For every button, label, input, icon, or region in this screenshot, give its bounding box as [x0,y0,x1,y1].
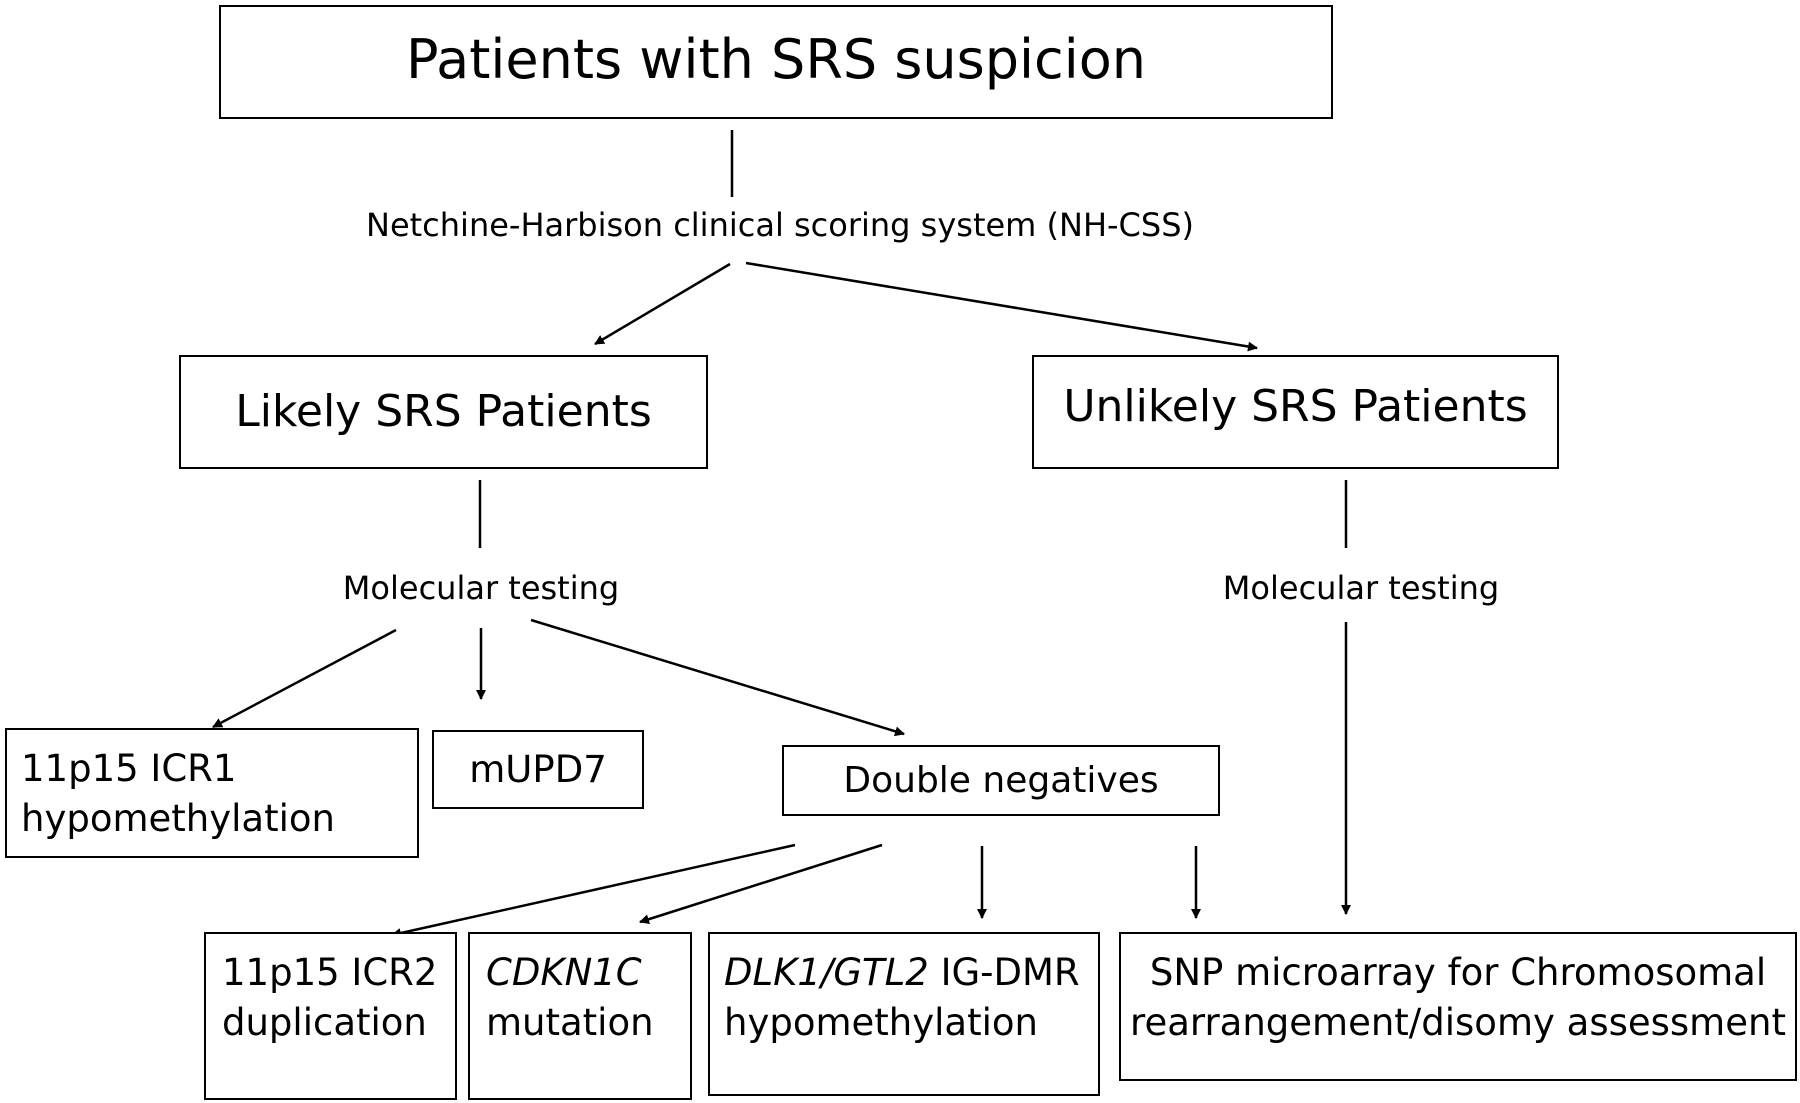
dlk1-gtl2-hypomethylation-box: DLK1/GTL2 IG-DMR hypomethylation [708,932,1100,1096]
cdkn1c-mutation-box: CDKN1C mutation [468,932,692,1100]
double-negatives-to-cdkn1c-arrow [639,843,883,925]
dlk1-gene-name: DLK1/GTL2 [724,951,929,994]
dlk1-box-line2: hypomethylation [724,1001,1038,1044]
molecular-to-icr1-arrow [212,628,397,729]
icr1-hypomethylation-box: 11p15 ICR1 hypomethylation [5,728,419,858]
molecular-testing-right-label: Molecular testing [1222,569,1500,607]
icr2-box-line1: 11p15 ICR2 [222,951,438,994]
double-negatives-box: Double negatives [782,745,1220,816]
unlikely-srs-box-label: Unlikely SRS Patients [1063,381,1528,432]
mupd7-box-label: mUPD7 [469,748,607,791]
cdkn1c-gene-name: CDKN1C [486,951,642,994]
root-box: Patients with SRS suspicion [219,5,1333,119]
molecular-to-double-negatives-arrow [530,618,905,737]
unlikely-srs-box: Unlikely SRS Patients [1032,355,1559,469]
double-negatives-box-label: Double negatives [843,760,1159,801]
icr1-box-line1: 11p15 ICR1 [21,747,237,790]
scoring-to-likely-arrow [594,262,731,346]
likely-srs-box-label: Likely SRS Patients [235,386,652,437]
double-negatives-to-icr2-arrow [391,843,796,938]
molecular-testing-left-label: Molecular testing [342,569,620,607]
cdkn1c-box-line2: mutation [486,1001,654,1044]
snp-microarray-box: SNP microarray for Chromosomal rearrange… [1119,932,1797,1081]
icr2-duplication-box: 11p15 ICR2 duplication [204,932,457,1100]
mupd7-box: mUPD7 [432,730,644,809]
snp-box-line1: SNP microarray for Chromosomal [1149,951,1767,994]
snp-box-line2: rearrangement/disomy assessment [1130,1001,1786,1044]
likely-srs-box: Likely SRS Patients [179,355,708,469]
nh-css-label: Netchine-Harbison clinical scoring syste… [366,206,1194,244]
dlk1-box-suffix: IG-DMR [928,951,1080,994]
icr2-box-line2: duplication [222,1001,427,1044]
icr1-box-line2: hypomethylation [21,797,335,840]
scoring-to-unlikely-arrow [745,261,1258,352]
root-box-label: Patients with SRS suspicion [405,28,1147,91]
